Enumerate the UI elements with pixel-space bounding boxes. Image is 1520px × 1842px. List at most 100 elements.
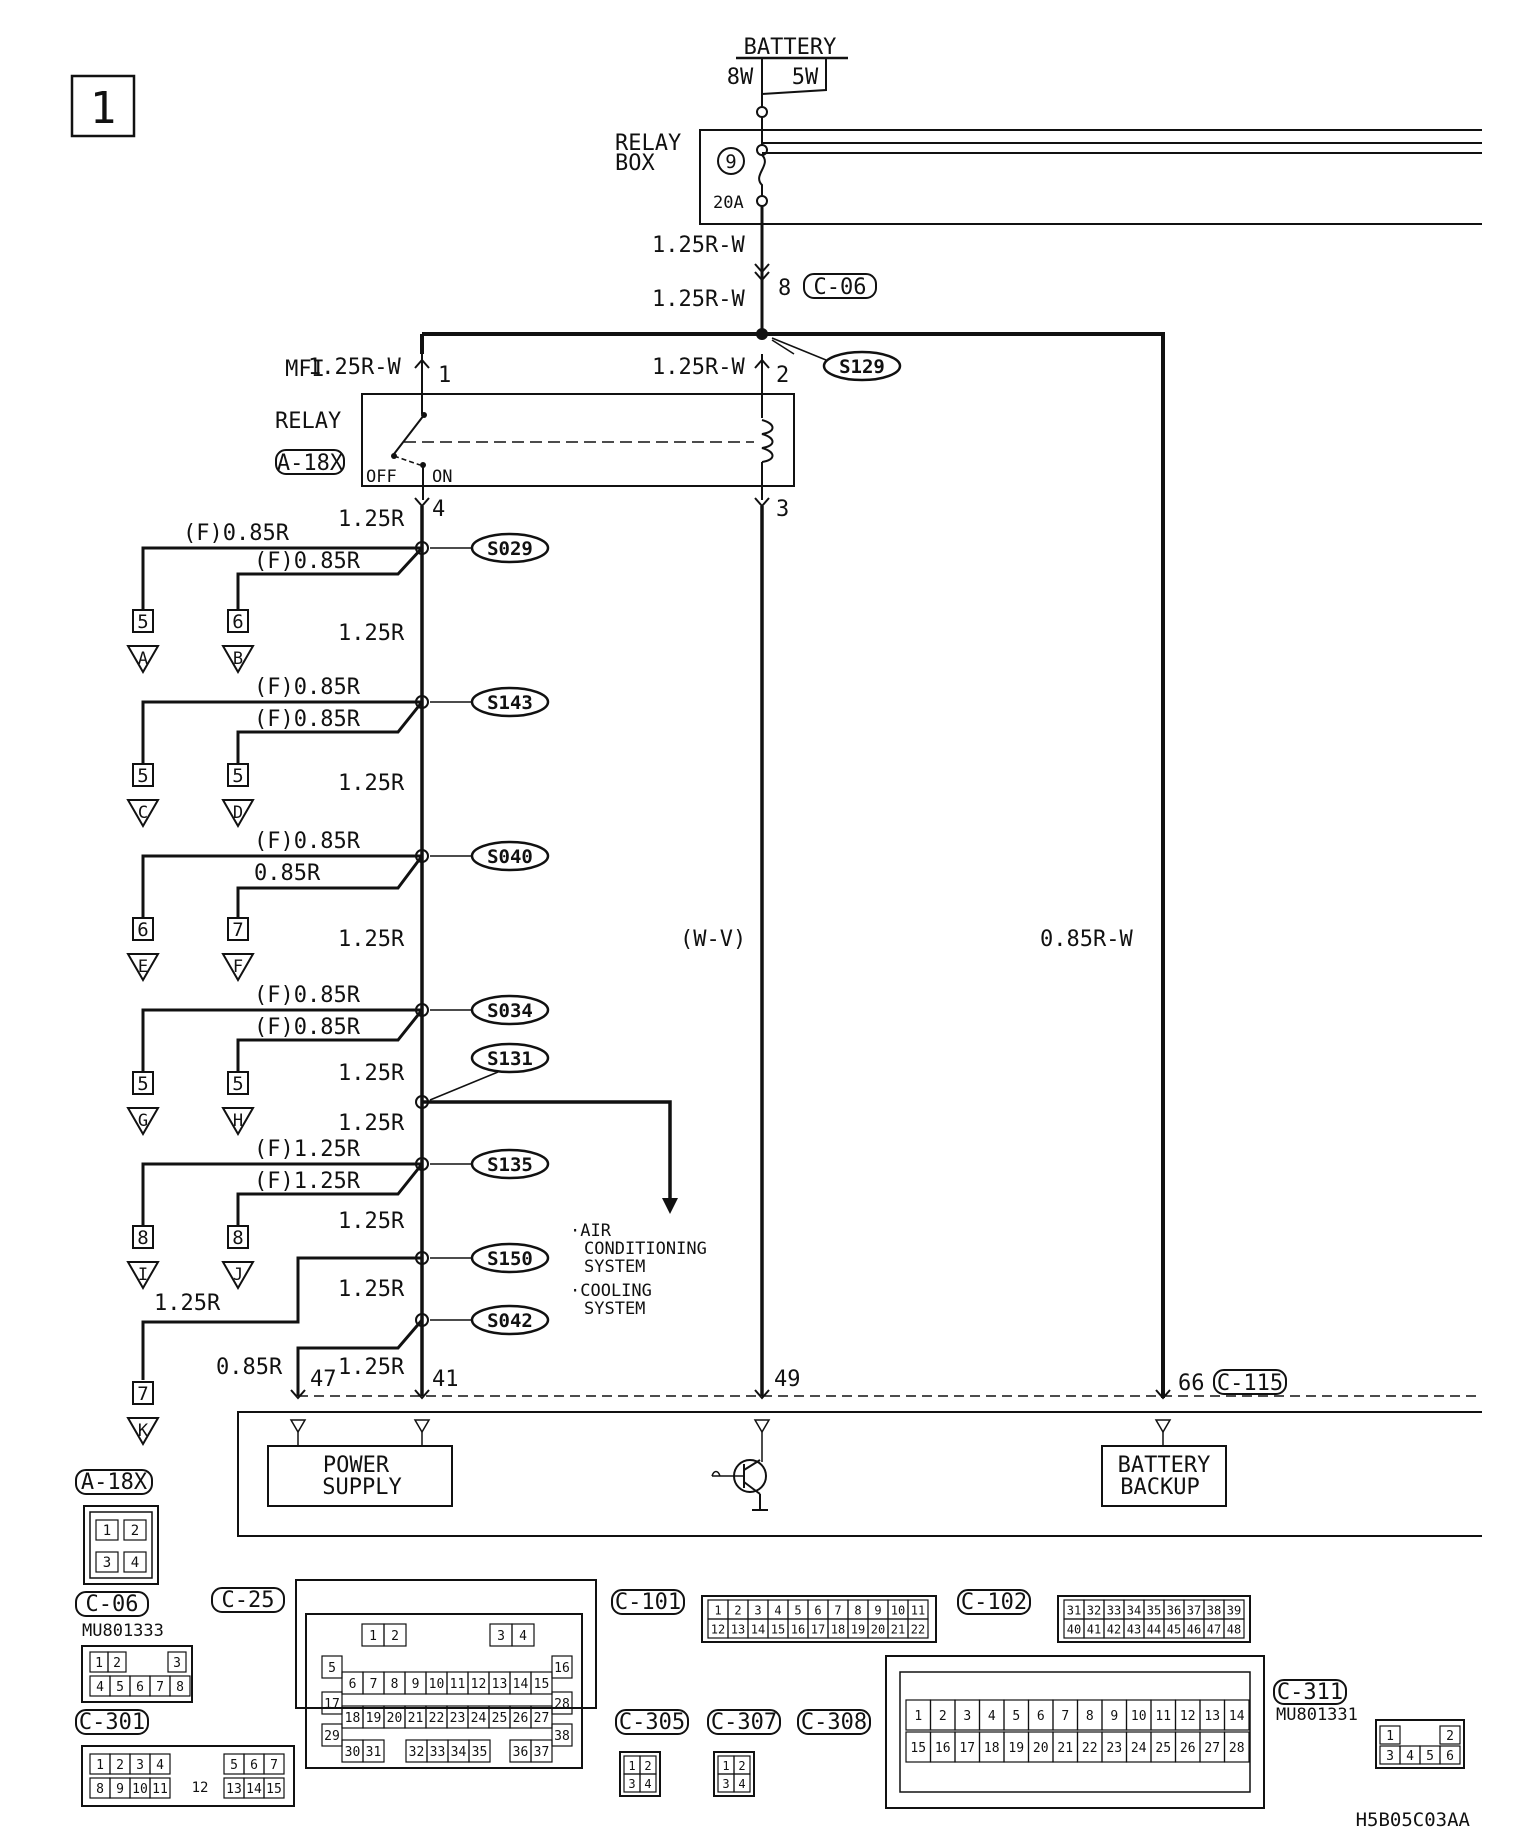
trunk-label: 1.25R — [338, 1111, 405, 1136]
connector-pin: 13 — [731, 1623, 745, 1637]
connector-pin: 4 — [156, 1758, 164, 1773]
connector-pin: 33 — [1107, 1604, 1121, 1618]
connector-outline — [295, 1579, 597, 1709]
mfi-relay-on: ON — [432, 467, 452, 487]
connector-pin: 16 — [554, 1661, 570, 1676]
connector-pin: 14 — [751, 1623, 765, 1637]
mfi-relay-pin1: 1 — [438, 363, 451, 388]
branch-group-s150: 1.25R 7 K S150 — [126, 1242, 550, 1447]
battery: BATTERY 8W 5W — [727, 35, 848, 118]
connector-pin-cell — [321, 1655, 343, 1679]
connector-c311-name: C-311 — [1277, 1680, 1343, 1705]
connector-pin: 39 — [1227, 1604, 1241, 1618]
mfi-relay-pin4: 4 — [432, 497, 445, 522]
connector-pin: 1 — [628, 1759, 635, 1773]
connector-pin: 6 — [814, 1604, 821, 1618]
connector-pin: 7 — [156, 1680, 164, 1695]
mfi-relay-label-2-visible: RELAY — [275, 409, 341, 434]
connector-pin: 33 — [430, 1745, 446, 1760]
connector-outline — [899, 1671, 1251, 1793]
connector-pin: 36 — [1167, 1604, 1181, 1618]
connector-pin: 3 — [722, 1777, 729, 1791]
trunk-label: 1.25R — [338, 1277, 405, 1302]
battery-backup-label-2: BACKUP — [1120, 1475, 1199, 1500]
connector-pin-cell — [149, 1753, 171, 1775]
connector-pin: 11 — [450, 1677, 466, 1692]
connector-pin: 3 — [628, 1777, 635, 1791]
connector-c06-name: C-06 — [86, 1592, 139, 1617]
connector-pin: 20 — [1033, 1741, 1049, 1756]
connector-outline — [1057, 1595, 1251, 1643]
wire-backup-label: 0.85R-W — [1040, 927, 1133, 952]
svg-text:C: C — [138, 803, 148, 823]
splice-s129: S129 — [822, 350, 902, 382]
connector-pin: 15 — [266, 1782, 282, 1797]
svg-text:5: 5 — [232, 1073, 243, 1095]
mfi-relay-connector: A-18X — [277, 451, 344, 476]
connector-pin: 27 — [1204, 1741, 1220, 1756]
connector-pin-cell — [530, 1739, 553, 1763]
branch-group-s034: (F)0.85R (F)0.85R 5 5 G H S034 — [126, 983, 550, 1137]
svg-text:H: H — [233, 1111, 243, 1131]
connector-c311-part: MU801331 — [1276, 1705, 1358, 1725]
connector-pin-cell — [1379, 1725, 1401, 1745]
connector-pin-cell — [551, 1723, 573, 1747]
connector-pin-cell — [1223, 1699, 1250, 1731]
connector-pin: 3 — [754, 1604, 761, 1618]
connector-pin: 4 — [738, 1777, 745, 1791]
connector-pin: 2 — [734, 1604, 741, 1618]
splice-s029: S029 — [487, 538, 533, 560]
connector-pin: 18 — [345, 1711, 361, 1726]
connector-pin: 12 — [1180, 1709, 1196, 1724]
connector-pin-cell — [362, 1739, 385, 1763]
svg-text:S129: S129 — [839, 356, 885, 378]
power-supply-label-1: POWER — [323, 1453, 390, 1478]
connector-pin: 29 — [324, 1729, 340, 1744]
connector-c307-name: C-307 — [711, 1710, 777, 1735]
svg-text:8: 8 — [232, 1227, 243, 1249]
connector-pin: 2 — [116, 1758, 124, 1773]
ecu-connector: C-115 — [1217, 1371, 1283, 1396]
svg-text:5: 5 — [137, 611, 148, 633]
connector-pin-cell — [1439, 1745, 1461, 1765]
connector-c06-part: MU801333 — [82, 1621, 164, 1641]
connector-pin: 9 — [116, 1782, 124, 1797]
connector-pin: 8 — [1086, 1709, 1094, 1724]
connector-pin: 10 — [429, 1677, 445, 1692]
wire-wv-label: (W-V) — [680, 927, 746, 952]
connector-pin: 43 — [1127, 1623, 1141, 1637]
mfi-relay-label-1: MFI — [285, 357, 325, 382]
connector-pin: 25 — [492, 1711, 508, 1726]
connector-pin: 26 — [1180, 1741, 1196, 1756]
connector-pin: 7 — [370, 1677, 378, 1692]
trunk-label: 1.25R — [338, 1209, 405, 1234]
trunk-label: 1.25R — [338, 1061, 405, 1086]
connector-pin: 5 — [1012, 1709, 1020, 1724]
connector-pin: 3 — [1386, 1749, 1394, 1764]
connector-c301-name: C-301 — [79, 1710, 145, 1735]
relay-box-fuse-number: 9 — [725, 151, 736, 173]
connector-pin: 47 — [1207, 1623, 1221, 1637]
feed-pin: 8 — [778, 276, 791, 301]
branch-upper-wire: (F)0.85R — [254, 983, 361, 1008]
connector-pin: 8 — [854, 1604, 861, 1618]
branch-group-s029: (F)0.85R (F)0.85R 5 6 A B S029 — [126, 521, 550, 675]
connector-pin: 15 — [910, 1741, 926, 1756]
connector-pin: 5 — [116, 1680, 124, 1695]
connector-outline — [619, 1751, 661, 1797]
connector-pin-cell — [95, 1519, 119, 1541]
feed-wire-label-2: 1.25R-W — [652, 287, 745, 312]
connector-pin-cell — [551, 1655, 573, 1679]
connector-pin: 40 — [1067, 1623, 1081, 1637]
connector-pin: 25 — [1155, 1741, 1171, 1756]
connector-pin: 2 — [391, 1629, 399, 1644]
connector-pin: 3 — [136, 1758, 144, 1773]
connector-pin: 1 — [914, 1709, 922, 1724]
connector-a18x-name: A-18X — [81, 1470, 148, 1495]
svg-text:B: B — [233, 649, 243, 669]
connector-pin: 1 — [95, 1656, 103, 1671]
note-cooling-2: SYSTEM — [584, 1299, 645, 1319]
connector-pin: 3 — [497, 1629, 505, 1644]
connector-pin: 6 — [349, 1677, 357, 1692]
